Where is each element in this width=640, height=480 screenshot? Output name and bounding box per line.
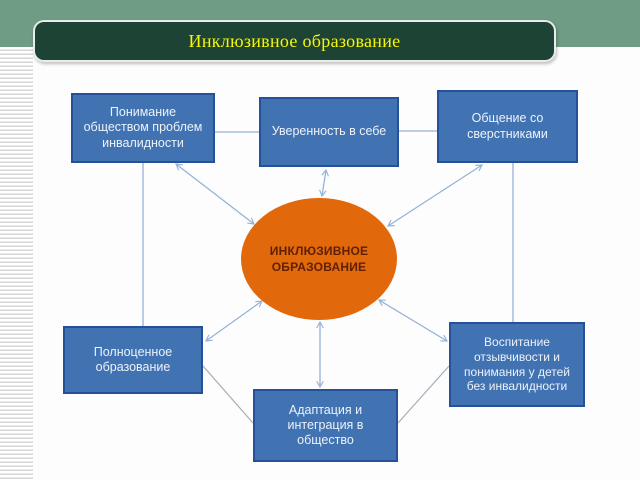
slide-title: Инклюзивное образование	[188, 30, 401, 51]
arrow-bottomright-center	[377, 299, 449, 342]
slide-title-bar: Инклюзивное образование	[33, 20, 556, 62]
box-empathy-education-label: Воспитание отзывчивости и понимания у де…	[464, 335, 570, 394]
center-ellipse-label: ИНКЛЮЗИВНОЕ ОБРАЗОВАНИЕ	[269, 243, 369, 274]
notebook-stripe-gutter	[0, 47, 33, 480]
box-peer-communication-label: Общение со сверстниками	[467, 111, 548, 141]
box-society-understanding-label: Понимание обществом проблем инвалидности	[83, 105, 203, 150]
box-empathy-education: Воспитание отзывчивости и понимания у де…	[449, 322, 585, 407]
arrow-bottomleft-center	[205, 300, 263, 342]
arrow-topright-center	[387, 164, 483, 227]
box-adaptation-integration: Адаптация и интеграция в общество	[253, 389, 398, 462]
connector-bottomright-bottomcenter	[397, 365, 450, 424]
box-self-confidence-label: Уверенность в себе	[271, 124, 387, 139]
arrow-topleft-center	[175, 163, 255, 225]
box-full-education: Полноценное образование	[63, 326, 203, 394]
connector-bottomleft-bottomcenter	[202, 365, 254, 424]
center-ellipse-inclusive-education: ИНКЛЮЗИВНОЕ ОБРАЗОВАНИЕ	[241, 198, 397, 320]
box-peer-communication: Общение со сверстниками	[437, 90, 578, 163]
box-society-understanding: Понимание обществом проблем инвалидности	[71, 93, 215, 163]
box-full-education-label: Полноценное образование	[93, 344, 173, 374]
arrow-topcenter-center	[319, 168, 329, 198]
box-self-confidence: Уверенность в себе	[259, 97, 399, 167]
box-adaptation-integration-label: Адаптация и интеграция в общество	[287, 402, 364, 448]
